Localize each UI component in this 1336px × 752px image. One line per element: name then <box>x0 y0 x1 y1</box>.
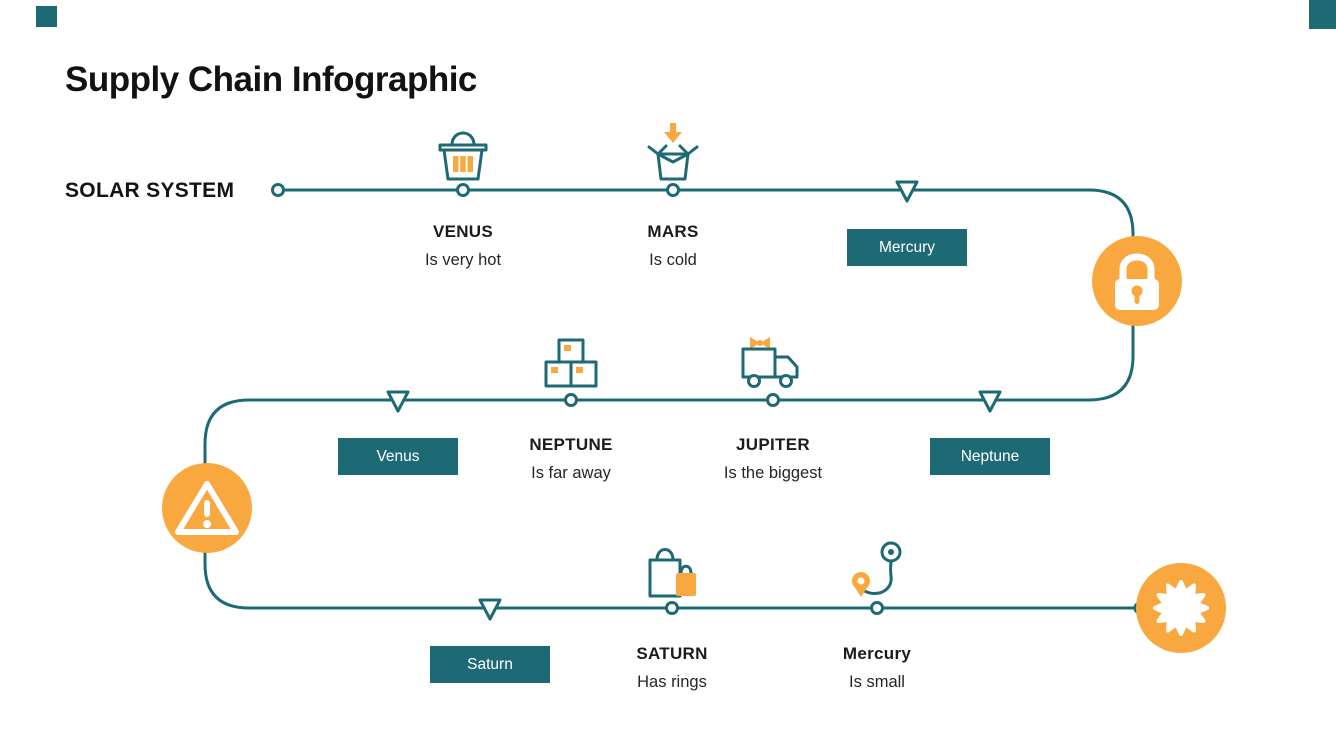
stacked-boxes-icon <box>544 338 598 388</box>
badge-neptune: Neptune <box>930 438 1050 475</box>
stop-name: SATURN <box>636 644 708 663</box>
route-node <box>870 601 884 615</box>
route-node <box>665 601 679 615</box>
route-arrow-marker <box>386 390 410 413</box>
milestone-security <box>1092 236 1182 326</box>
stop-desc: Has rings <box>637 673 707 691</box>
milestone-warning <box>162 463 252 553</box>
route-arrow-marker <box>895 180 919 203</box>
track-start-label: SOLAR SYSTEM <box>65 179 235 202</box>
stop-mercury: Mercury Is small <box>843 644 911 692</box>
map-route-pins-icon <box>852 541 902 597</box>
lock-icon <box>1115 253 1159 310</box>
route-node <box>766 393 780 407</box>
stop-neptune: NEPTUNE Is far away <box>529 435 612 483</box>
starburst-icon <box>1153 580 1209 636</box>
badge-saturn: Saturn <box>430 646 550 683</box>
slide-title: Supply Chain Infographic <box>65 60 477 99</box>
route-arrow-marker <box>978 390 1002 413</box>
open-box-download-icon <box>647 123 699 181</box>
shopping-bags-icon <box>648 548 696 598</box>
stop-name: NEPTUNE <box>529 435 613 454</box>
shopping-basket-icon <box>438 131 488 181</box>
delivery-truck-gift-icon <box>741 337 799 388</box>
badge-mercury: Mercury <box>847 229 967 266</box>
route-node <box>564 393 578 407</box>
stop-desc: Is very hot <box>424 251 502 269</box>
stop-desc: Is the biggest <box>723 464 823 482</box>
stop-desc: Is cold <box>649 251 697 269</box>
stop-name: MARS <box>647 222 699 241</box>
stop-desc: Is far away <box>531 464 611 482</box>
route-node <box>456 183 470 197</box>
stop-name: JUPITER <box>736 435 810 454</box>
route-node <box>666 183 680 197</box>
stop-mars: MARS Is cold <box>647 222 698 270</box>
route-start-node <box>271 183 285 197</box>
stop-name: VENUS <box>432 222 494 241</box>
warning-icon <box>175 481 239 535</box>
stop-venus: VENUS Is very hot <box>425 222 501 270</box>
badge-venus: Venus <box>338 438 458 475</box>
corner-square-top-right <box>1309 0 1336 29</box>
stop-saturn: SATURN Has rings <box>636 644 707 692</box>
corner-square-top-left <box>36 6 57 27</box>
stop-desc: Is small <box>849 673 905 691</box>
route-arrow-marker <box>478 598 502 621</box>
milestone-finish <box>1136 563 1226 653</box>
stop-name: Mercury <box>842 644 912 663</box>
stop-jupiter: JUPITER Is the biggest <box>724 435 822 483</box>
